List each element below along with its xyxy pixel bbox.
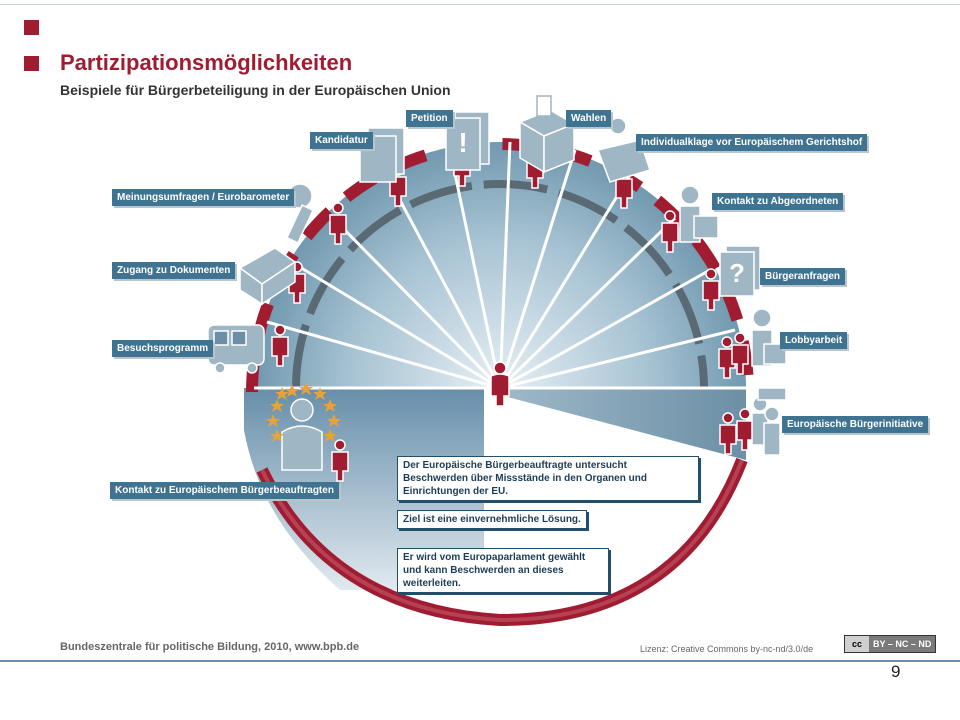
note-goal: Ziel ist eine einvernehmliche Lösung.	[397, 510, 587, 529]
ombudsman-icon	[281, 398, 323, 471]
initiative-wedge	[500, 388, 746, 460]
label-zugang-dokumenten: Zugang zu Dokumenten	[112, 262, 236, 279]
cc-icon: cc	[845, 636, 869, 652]
cc-badge-text: BY – NC – ND	[873, 639, 932, 649]
label-lobbyarbeit: Lobbyarbeit	[780, 332, 848, 349]
label-individualklage: Individualklage vor Europäischem Gericht…	[636, 134, 868, 151]
top-rule	[0, 4, 960, 5]
bullet-square	[24, 20, 39, 35]
bottom-rule	[0, 660, 960, 662]
label-petition: Petition	[406, 110, 453, 127]
svg-text:!: !	[458, 127, 467, 158]
note-election: Er wird vom Europaparlament gewählt und …	[397, 548, 609, 593]
page-title: Partizipationsmöglichkeiten	[60, 50, 353, 75]
label-buergerinitiative: Europäische Bürgerinitiative	[782, 416, 929, 433]
question-papers-icon: ?	[719, 245, 761, 297]
label-kandidatur: Kandidatur	[310, 132, 373, 149]
svg-text:?: ?	[729, 258, 745, 288]
petition-papers-icon: !	[445, 111, 490, 171]
label-buergeranfragen: Bürgeranfragen	[760, 268, 846, 285]
label-besuchsprogramm: Besuchsprogramm	[112, 340, 214, 357]
briefcase-icon	[679, 185, 719, 243]
license-text: Lizenz: Creative Commons by-nc-nd/3.0/de	[640, 644, 814, 654]
crowd-icon	[751, 387, 787, 456]
eu-stars	[266, 382, 341, 442]
page-subtitle: Beispiele für Bürgerbeteiligung in der E…	[60, 82, 451, 98]
central-citizen-icon	[490, 361, 510, 407]
lobbyist-icon	[751, 308, 787, 367]
bus-icon	[207, 324, 265, 374]
label-wahlen: Wahlen	[566, 110, 612, 127]
source-credit: Bundeszentrale für politische Bildung, 2…	[60, 641, 360, 653]
cc-license-badge[interactable]: cc BY – NC – ND	[844, 635, 936, 653]
label-buergerbeauftragter: Kontakt zu Europäischem Bürgerbeauftragt…	[110, 482, 339, 499]
label-kontakt-abgeordneten: Kontakt zu Abgeordneten	[712, 193, 844, 210]
candidacy-papers-icon	[359, 127, 405, 183]
files-icon	[238, 247, 297, 306]
rays	[254, 141, 746, 390]
inner-arc	[292, 180, 708, 389]
page-number: 9	[891, 662, 901, 681]
bullet-square	[24, 56, 39, 71]
ballot-box-icon	[518, 95, 576, 174]
label-meinungsumfragen: Meinungsumfragen / Eurobarometer	[112, 189, 295, 206]
note-ombudsman-role: Der Europäische Bürgerbeauftragte unters…	[397, 456, 699, 501]
